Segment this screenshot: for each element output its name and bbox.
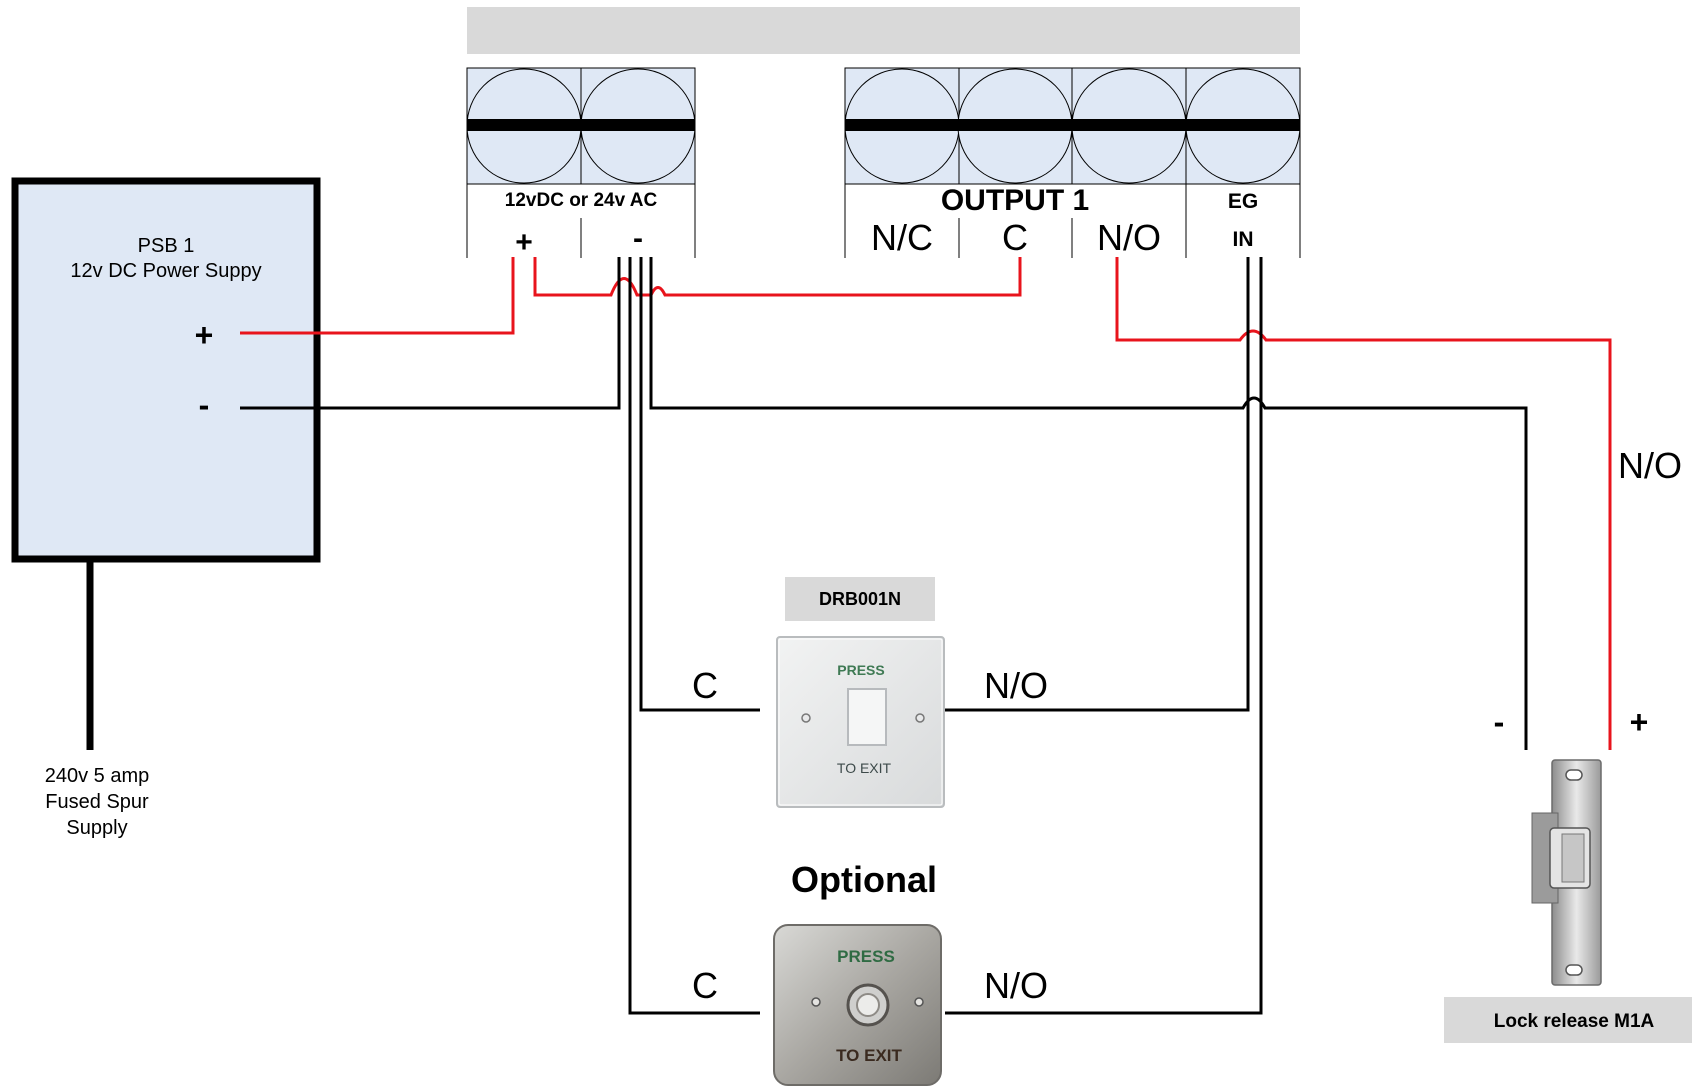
screw-icon xyxy=(914,997,924,1007)
wire-psu-minus xyxy=(240,257,621,410)
optional-exit-button: Optional PRESS TO EXIT C N/O xyxy=(692,859,1048,1086)
output-no-label: N/O xyxy=(1097,217,1161,258)
optional-button-face-top: PRESS xyxy=(837,947,895,966)
power-terminal-plus-label: + xyxy=(515,226,533,259)
output-terminal-block: OUTPUT 1 N/C C N/O EG IN xyxy=(844,67,1301,258)
mains-label-line2: Fused Spur xyxy=(45,791,149,813)
exit-button-no-label: N/O xyxy=(984,665,1048,706)
psu-title: PSB 1 xyxy=(138,235,195,257)
exit-button-model-label: DRB001N xyxy=(819,589,901,609)
exit-button-c-label: C xyxy=(692,665,718,706)
screw-icon xyxy=(811,997,821,1007)
wire-plus-to-common xyxy=(533,257,1022,297)
exit-button-drb001n: DRB001N PRESS TO EXIT C N/O xyxy=(692,577,1048,808)
exit-button-rocker xyxy=(847,688,887,746)
optional-button-face-bottom: TO EXIT xyxy=(836,1046,902,1065)
lock-release: N/O - + Lock release M1A xyxy=(1444,445,1692,1043)
exit-button-face-top: PRESS xyxy=(837,662,884,678)
red-wires xyxy=(240,257,1612,750)
output-c-label: C xyxy=(1002,217,1028,258)
output-header: OUTPUT 1 xyxy=(941,184,1089,217)
power-terminal-minus-label: - xyxy=(633,222,643,255)
lock-wire-no-label: N/O xyxy=(1618,445,1682,486)
mains-label-line3: Supply xyxy=(66,817,127,839)
power-terminal-block: 12vDC or 24v AC + - xyxy=(466,67,696,259)
screw-icon xyxy=(915,713,925,723)
output-nc-label: N/C xyxy=(871,217,933,258)
eg-in-label: IN xyxy=(1233,228,1254,251)
psu-minus-label: - xyxy=(199,387,210,423)
black-wires xyxy=(240,257,1528,1015)
exit-button-face-bottom: TO EXIT xyxy=(837,760,892,776)
wire-minus-to-exit xyxy=(639,257,760,712)
mains-label-line1: 240v 5 amp xyxy=(45,765,150,787)
wire-eg-to-optional xyxy=(945,257,1263,1015)
wire-minus-to-optional xyxy=(628,257,760,1015)
optional-button-no-label: N/O xyxy=(984,965,1048,1006)
screw-icon xyxy=(801,713,811,723)
lock-name-label: Lock release M1A xyxy=(1494,1011,1655,1032)
wire-psu-plus xyxy=(240,257,515,335)
eg-header: EG xyxy=(1228,190,1258,213)
optional-heading: Optional xyxy=(791,859,937,900)
exit-button-model-label-box xyxy=(785,577,935,621)
wire-eg-to-exit xyxy=(945,257,1250,712)
controller-header-bar xyxy=(467,7,1300,54)
lock-label-box xyxy=(1444,997,1692,1043)
psu-plus-label: + xyxy=(195,317,214,353)
wire-no-to-lock xyxy=(1115,257,1612,750)
optional-button-c-label: C xyxy=(692,965,718,1006)
power-terminal-header: 12vDC or 24v AC xyxy=(505,190,658,211)
lock-plus-label: + xyxy=(1630,704,1649,740)
power-supply-unit: PSB 1 12v DC Power Suppy + - 240v 5 amp … xyxy=(11,177,321,839)
wire-minus-to-lock xyxy=(649,257,1528,750)
lock-minus-label: - xyxy=(1494,704,1505,740)
psu-subtitle: 12v DC Power Suppy xyxy=(70,260,261,282)
